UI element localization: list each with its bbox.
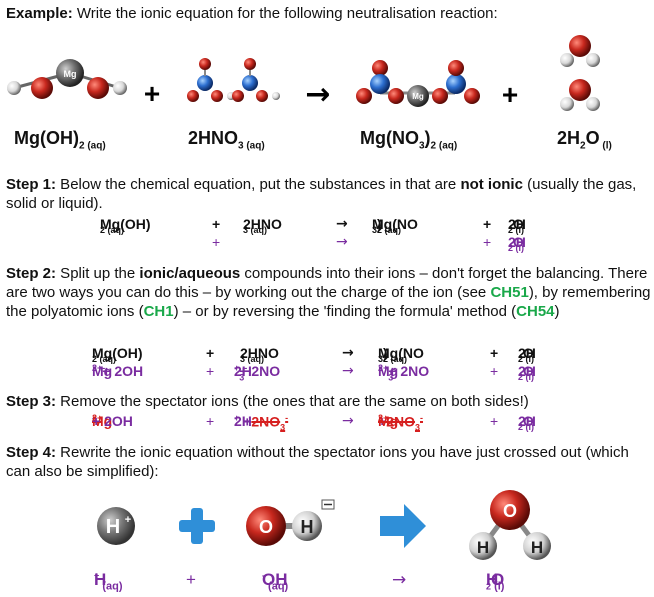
struck-no3-ion: 2NO3- xyxy=(251,413,289,433)
mgoh2-molecule: Mg xyxy=(7,59,127,99)
water-molecules xyxy=(560,35,600,111)
mgno32-molecule: Mg xyxy=(356,60,480,107)
step4-text: Step 4: Rewrite the ionic equation witho… xyxy=(6,444,629,480)
plus-sign: + xyxy=(502,79,518,110)
label-mgno32: Mg(NO3)2 (aq) xyxy=(360,128,458,152)
step2-text: Step 2: Split up the ionic/aqueous compo… xyxy=(6,265,651,320)
example-line: Example: Write the ionic equation for th… xyxy=(6,4,498,23)
final-molecules-illustration: H + O H O H H xyxy=(97,490,551,560)
label-h2o: 2H2O (l) xyxy=(557,128,612,152)
svg-text:O: O xyxy=(503,501,517,521)
struck-no3-ion-right: 2NO3- xyxy=(386,413,423,433)
plus-sign: + xyxy=(144,78,160,109)
svg-text:+: + xyxy=(125,514,131,526)
label-hno3: 2HNO3 (aq) xyxy=(188,128,265,152)
reaction-arrow-icon xyxy=(380,504,426,548)
svg-text:H: H xyxy=(531,538,543,557)
reaction-arrow: → xyxy=(305,77,330,112)
water-molecule: O H H xyxy=(469,490,551,560)
link-ch1[interactable]: CH1 xyxy=(143,303,174,320)
plus-icon xyxy=(179,508,215,544)
reaction-molecules-illustration: Mg + → Mg + xyxy=(7,35,600,112)
svg-text:Mg: Mg xyxy=(64,69,77,79)
link-ch54[interactable]: CH54 xyxy=(516,303,555,320)
svg-text:H: H xyxy=(301,517,314,537)
step3-ions-row: Mg2+ + 2OH- + 2H+ + 2NO + 2NO3- → Mg2+ +… xyxy=(92,413,536,433)
step1-text: Step 1: Below the chemical equation, put… xyxy=(6,176,637,212)
example-label: Example: xyxy=(6,5,73,22)
label-mgoh2: Mg(OH)2 (aq) xyxy=(14,128,106,152)
svg-text:H: H xyxy=(106,516,120,538)
hydroxide-ion-molecule: O H xyxy=(246,499,335,546)
example-text: Write the ionic equation for the followi… xyxy=(72,5,498,22)
svg-text:H: H xyxy=(477,538,489,557)
hno3-molecules xyxy=(187,58,280,102)
hydrogen-ion-sphere: H + xyxy=(97,507,135,545)
step3-text: Step 3: Remove the spectator ions (the o… xyxy=(6,393,529,410)
svg-text:Mg: Mg xyxy=(412,92,424,101)
svg-text:O: O xyxy=(259,517,273,537)
link-ch51[interactable]: CH51 xyxy=(490,284,529,301)
